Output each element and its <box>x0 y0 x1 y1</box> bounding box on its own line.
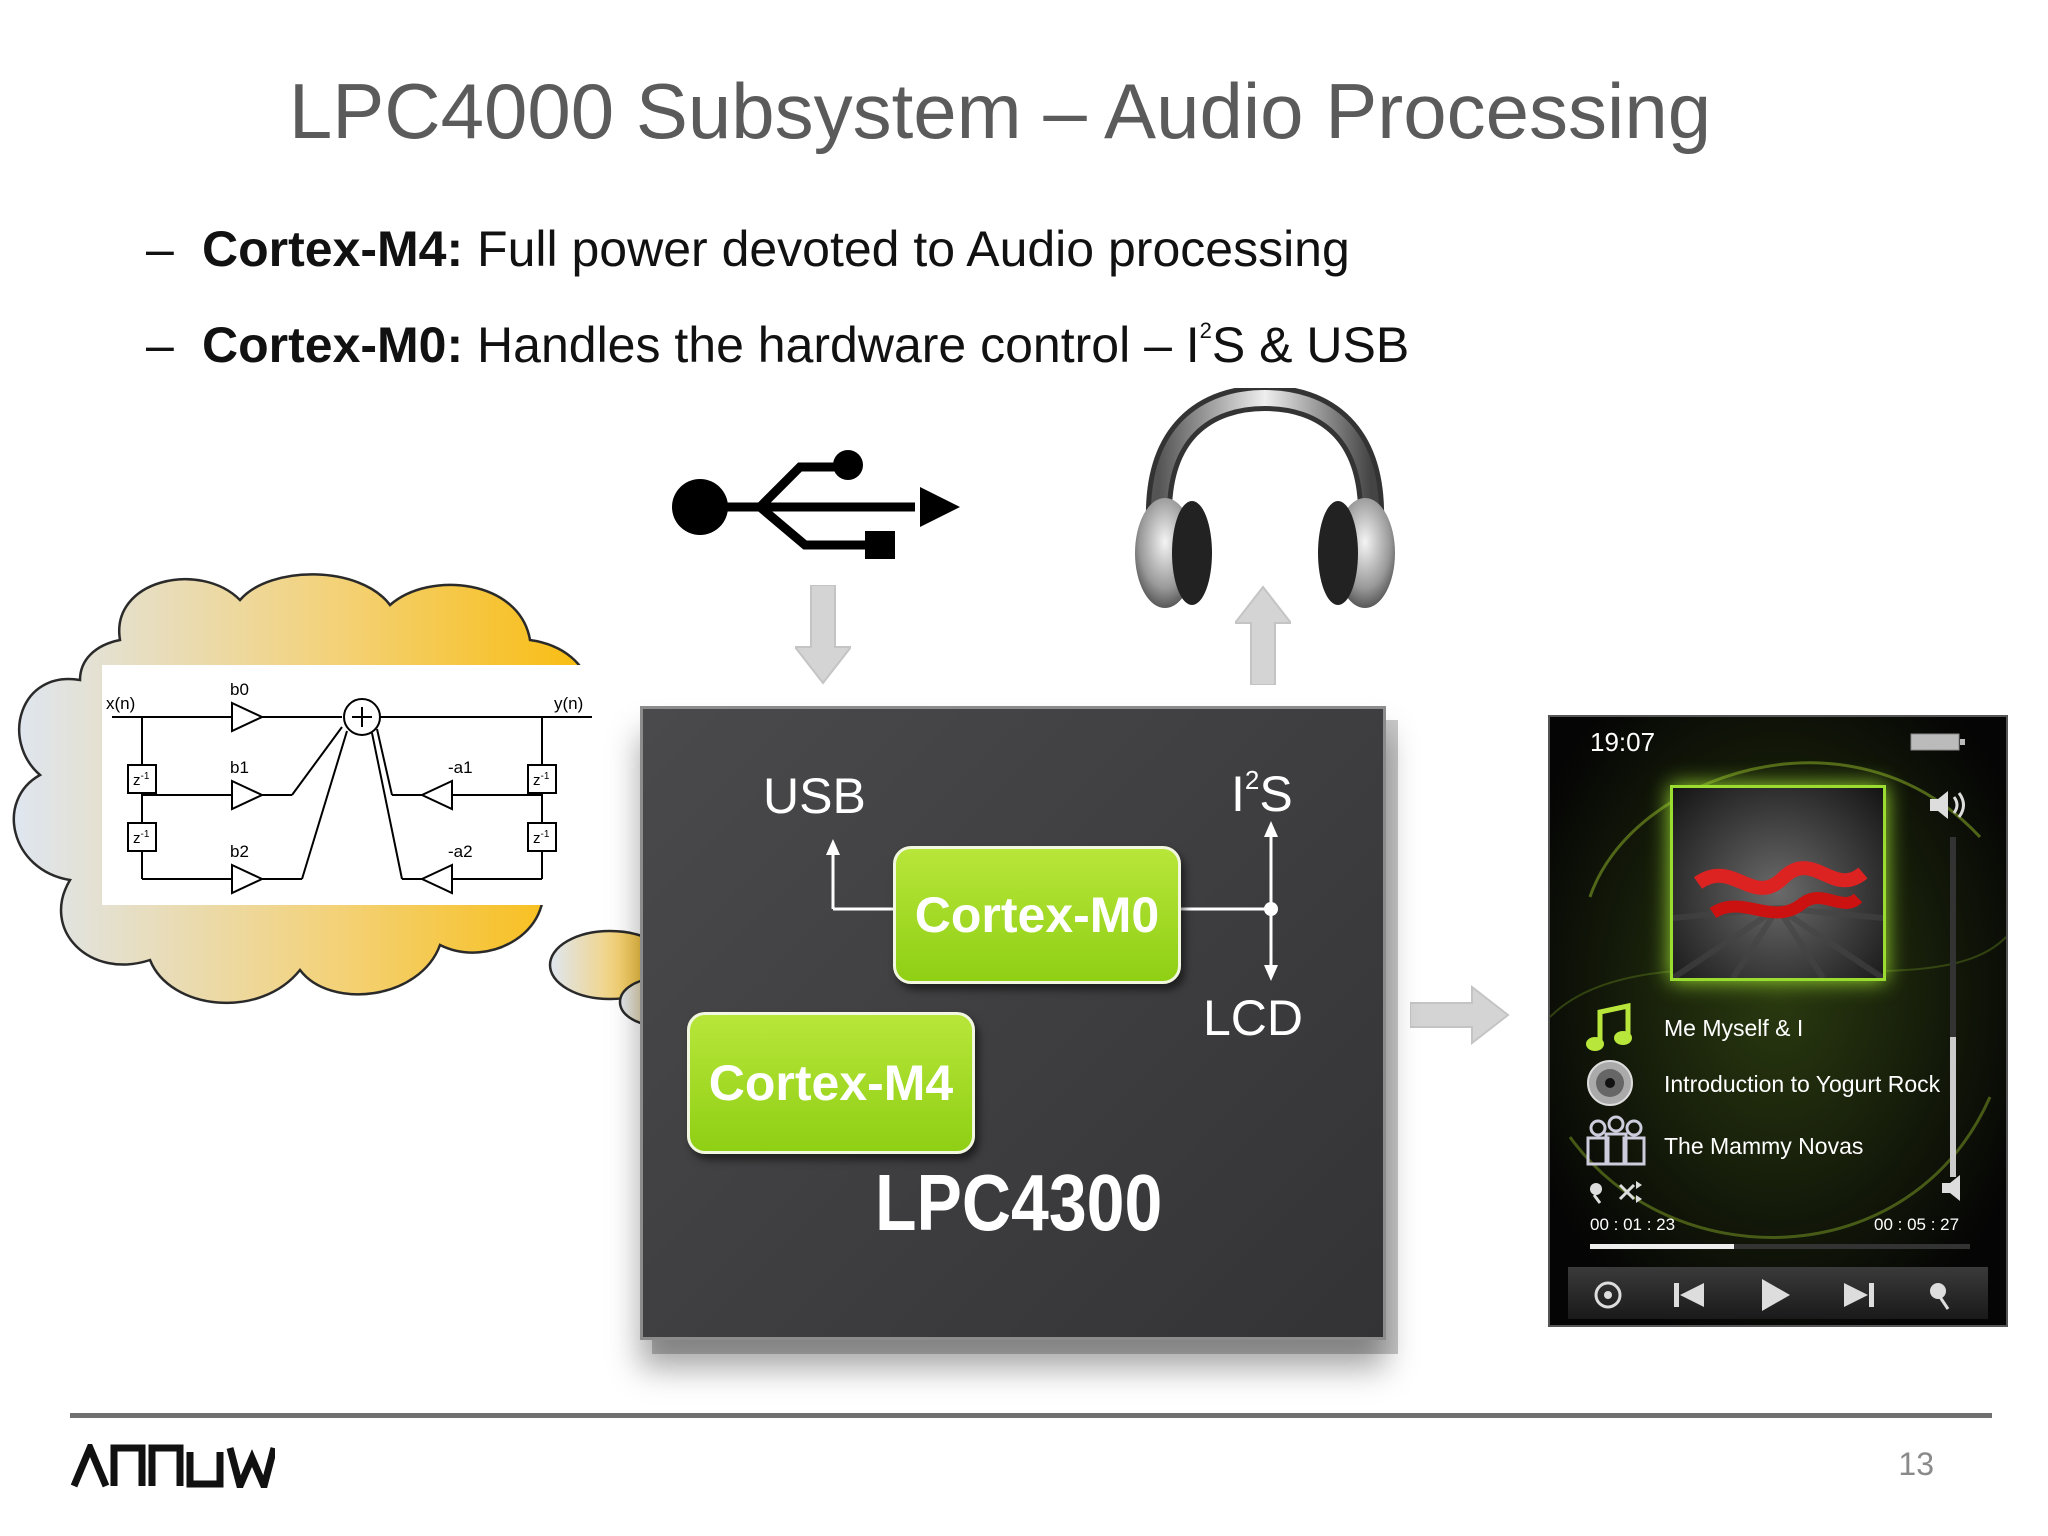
pin-icon[interactable] <box>1930 1283 1950 1310</box>
chip-connections <box>826 821 1278 981</box>
track-title[interactable]: Me Myself & I <box>1664 1015 1804 1041</box>
lpc4300-chip: USB I2S LCD Cortex-M0 Cortex-M4 LPC4300 <box>640 706 1386 1340</box>
transport-bar <box>1568 1267 1988 1319</box>
cortex-m0-core: Cortex-M0 <box>893 846 1181 984</box>
bullet-m0-text: Handles the hardware control – I <box>463 317 1200 373</box>
band-icon <box>1586 1115 1646 1166</box>
progress-fill <box>1590 1244 1735 1249</box>
artist-name[interactable]: The Mammy Novas <box>1664 1133 1864 1159</box>
audio-up-arrow <box>1235 585 1291 685</box>
coef-b1: b1 <box>230 758 249 777</box>
delay-z1-b: z-1 <box>133 829 150 847</box>
play-icon[interactable] <box>1762 1279 1790 1311</box>
page-number: 13 <box>1898 1446 1934 1482</box>
usb-down-arrow <box>795 585 851 685</box>
chip-i2s-label: I2S <box>1231 765 1293 822</box>
chip-name: LPC4300 <box>875 1158 1163 1247</box>
coef-b2: b2 <box>230 842 249 861</box>
cortex-m4-core: Cortex-M4 <box>687 1012 975 1154</box>
filter-output-label: y(n) <box>554 694 583 713</box>
battery-icon <box>1910 733 1965 751</box>
biquad-filter-diagram: x(n) y(n) b0 b1 b2 -a1 -a2 z-1 z-1 z-1 z… <box>102 665 602 905</box>
playlist-scrollbar[interactable] <box>1950 837 1956 1177</box>
headphones-icon <box>1135 388 1395 608</box>
lcd-right-arrow <box>1410 985 1510 1045</box>
delay-z1-c: z-1 <box>533 771 550 789</box>
delay-z1-a: z-1 <box>133 771 150 789</box>
footer-divider <box>70 1413 1992 1418</box>
coef-a1: -a1 <box>448 758 473 777</box>
bullet-cortex-m4: –Cortex-M4: Full power devoted to Audio … <box>146 221 1350 277</box>
bullet-m4-text: Full power devoted to Audio processing <box>463 221 1350 277</box>
player-clock: 19:07 <box>1590 727 1656 757</box>
bullet-m4-label: Cortex-M4: <box>202 221 464 277</box>
usb-icon <box>672 450 960 559</box>
album-art <box>1670 785 1886 981</box>
previous-icon[interactable] <box>1674 1283 1704 1307</box>
album-title[interactable]: Introduction to Yogurt Rock <box>1664 1071 1941 1097</box>
next-icon[interactable] <box>1844 1283 1874 1307</box>
filter-input-label: x(n) <box>106 694 135 713</box>
progress-bar[interactable] <box>1590 1244 1970 1249</box>
arrow-logo <box>70 1444 275 1488</box>
chip-lcd-label: LCD <box>1203 990 1304 1046</box>
total-time: 00 : 05 : 27 <box>1874 1215 1960 1234</box>
cd-disc-icon <box>1587 1060 1633 1106</box>
mute-icon[interactable] <box>1940 1173 1976 1203</box>
bullet-cortex-m0: –Cortex-M0: Handles the hardware control… <box>146 317 1410 373</box>
delay-z1-d: z-1 <box>533 829 550 847</box>
bullet-m0-label: Cortex-M0: <box>202 317 464 373</box>
coef-a2: -a2 <box>448 842 473 861</box>
music-note-icon <box>1586 1002 1632 1051</box>
scrollbar-thumb[interactable] <box>1950 1037 1956 1177</box>
volume-icon[interactable] <box>1926 787 1970 823</box>
media-player-screen: 19:07 Me Myself & I <box>1548 715 2008 1327</box>
track-row[interactable] <box>1584 1002 1636 1059</box>
elapsed-time: 00 : 01 : 23 <box>1590 1215 1676 1234</box>
slide-title: LPC4000 Subsystem – Audio Processing <box>288 67 1712 155</box>
chip-usb-label: USB <box>763 768 866 824</box>
repeat-shuffle-icons[interactable] <box>1586 1177 1656 1207</box>
coef-b0: b0 <box>230 680 249 699</box>
settings-icon[interactable] <box>1594 1281 1622 1309</box>
